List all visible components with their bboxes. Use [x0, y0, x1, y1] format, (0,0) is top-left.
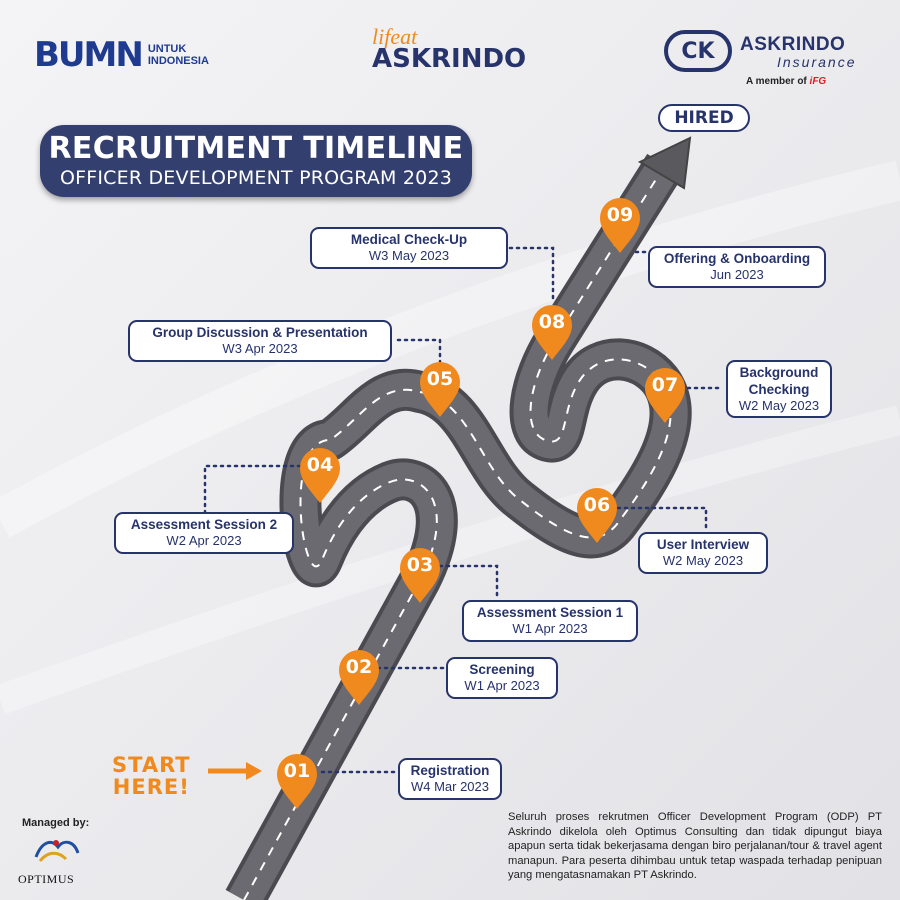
- step-pin-06: 06: [575, 486, 619, 544]
- step-title: Screening: [469, 662, 535, 677]
- start-line2: HERE!: [112, 775, 190, 799]
- life-at-text: lifeat: [372, 24, 418, 49]
- step-date: W3 May 2023: [368, 248, 450, 263]
- step-date: W2 May 2023: [662, 553, 744, 568]
- step-label-assessment-2: Assessment Session 2 W2 Apr 2023: [114, 512, 294, 554]
- step-label-group-discussion: Group Discussion & Presentation W3 Apr 2…: [128, 320, 392, 362]
- optimus-logo-text: OPTIMUS: [18, 872, 75, 886]
- member-prefix: A member of: [746, 76, 807, 87]
- step-label-assessment-1: Assessment Session 1 W1 Apr 2023: [462, 600, 638, 642]
- askrindo-insurance-logo: CK ASKRINDO Insurance A member of iFG: [664, 30, 864, 90]
- step-date: W2 May 2023: [738, 398, 820, 413]
- start-here-text: START HERE!: [112, 754, 191, 798]
- map-pin-icon: [420, 362, 460, 417]
- disclaimer-text: Seluruh proses rekrutmen Officer Develop…: [508, 811, 882, 882]
- map-pin-icon: [277, 754, 317, 809]
- managed-by-label: Managed by:: [22, 817, 90, 829]
- step-pin-05: 05: [418, 360, 462, 418]
- step-number: 07: [651, 374, 679, 396]
- step-title: Medical Check-Up: [350, 232, 468, 247]
- life-askrindo-text: ASKRINDO: [372, 44, 527, 74]
- title-banner: RECRUITMENT TIMELINE OFFICER DEVELOPMENT…: [40, 125, 472, 197]
- page-subtitle: OFFICER DEVELOPMENT PROGRAM 2023: [59, 167, 453, 189]
- step-label-screening: Screening W1 Apr 2023: [446, 657, 558, 699]
- start-line1: START: [112, 753, 191, 777]
- step-date: W4 Mar 2023: [410, 779, 490, 794]
- step-date: W1 Apr 2023: [464, 678, 540, 693]
- step-date: W1 Apr 2023: [512, 621, 588, 636]
- map-pin-icon: [577, 488, 617, 543]
- step-label-medical-check-up: Medical Check-Up W3 May 2023: [310, 227, 508, 269]
- bumn-sub-line1: UNTUK: [147, 43, 187, 55]
- step-title: User Interview: [656, 537, 750, 552]
- map-pin-icon: [645, 368, 685, 423]
- step-date: Jun 2023: [710, 267, 764, 282]
- map-pin-icon: [400, 548, 440, 603]
- map-pin-icon: [339, 650, 379, 705]
- bumn-sub-line2: INDONESIA: [147, 55, 209, 67]
- step-pin-04: 04: [298, 446, 342, 504]
- askrindo-insurance-text: Insurance: [777, 54, 857, 70]
- askrindo-badge-text: CK: [681, 38, 715, 64]
- member-of-text: A member of iFG: [746, 76, 826, 87]
- step-pin-02: 02: [337, 648, 381, 706]
- step-title: Group Discussion & Presentation: [152, 325, 368, 340]
- step-number: 06: [583, 494, 611, 516]
- step-title: Background Checking: [739, 365, 819, 397]
- step-label-registration: Registration W4 Mar 2023: [398, 758, 502, 800]
- page-title: RECRUITMENT TIMELINE: [48, 131, 464, 166]
- step-title: Assessment Session 1: [476, 605, 624, 620]
- step-number: 03: [406, 554, 434, 576]
- step-number: 01: [283, 760, 311, 782]
- step-title: Assessment Session 2: [130, 517, 278, 532]
- step-number: 04: [306, 454, 334, 476]
- step-number: 05: [426, 368, 454, 390]
- step-pin-07: 07: [643, 366, 687, 424]
- askrindo-name: ASKRINDO: [740, 34, 846, 55]
- step-number: 02: [345, 656, 373, 678]
- step-title: Offering & Onboarding: [663, 251, 811, 266]
- bumn-subtitle: UNTUK INDONESIA: [148, 43, 209, 67]
- bumn-mark: BUMN: [34, 35, 144, 75]
- step-pin-01: 01: [275, 752, 319, 810]
- step-pin-08: 08: [530, 303, 574, 361]
- step-number: 08: [538, 311, 566, 333]
- step-date: W2 Apr 2023: [166, 533, 242, 548]
- life-at-askrindo-logo: lifeat ASKRINDO: [372, 24, 527, 74]
- step-pin-03: 03: [398, 546, 442, 604]
- map-pin-icon: [532, 305, 572, 360]
- step-label-background-checking: Background Checking W2 May 2023: [726, 360, 832, 418]
- map-pin-icon: [300, 448, 340, 503]
- bumn-logo: BUMN UNTUK INDONESIA: [34, 38, 209, 72]
- map-pin-icon: [600, 198, 640, 253]
- ifg-brand: iFG: [809, 76, 827, 87]
- step-title: Registration: [410, 763, 490, 778]
- step-date: W3 Apr 2023: [222, 341, 298, 356]
- step-label-offering-onboarding: Offering & Onboarding Jun 2023: [648, 246, 826, 288]
- hired-badge: HIRED: [658, 104, 750, 132]
- step-pin-09: 09: [598, 196, 642, 254]
- step-number: 09: [606, 204, 634, 226]
- step-label-user-interview: User Interview W2 May 2023: [638, 532, 768, 574]
- askrindo-badge-icon: CK: [664, 30, 732, 72]
- optimus-figure-icon: [34, 840, 80, 862]
